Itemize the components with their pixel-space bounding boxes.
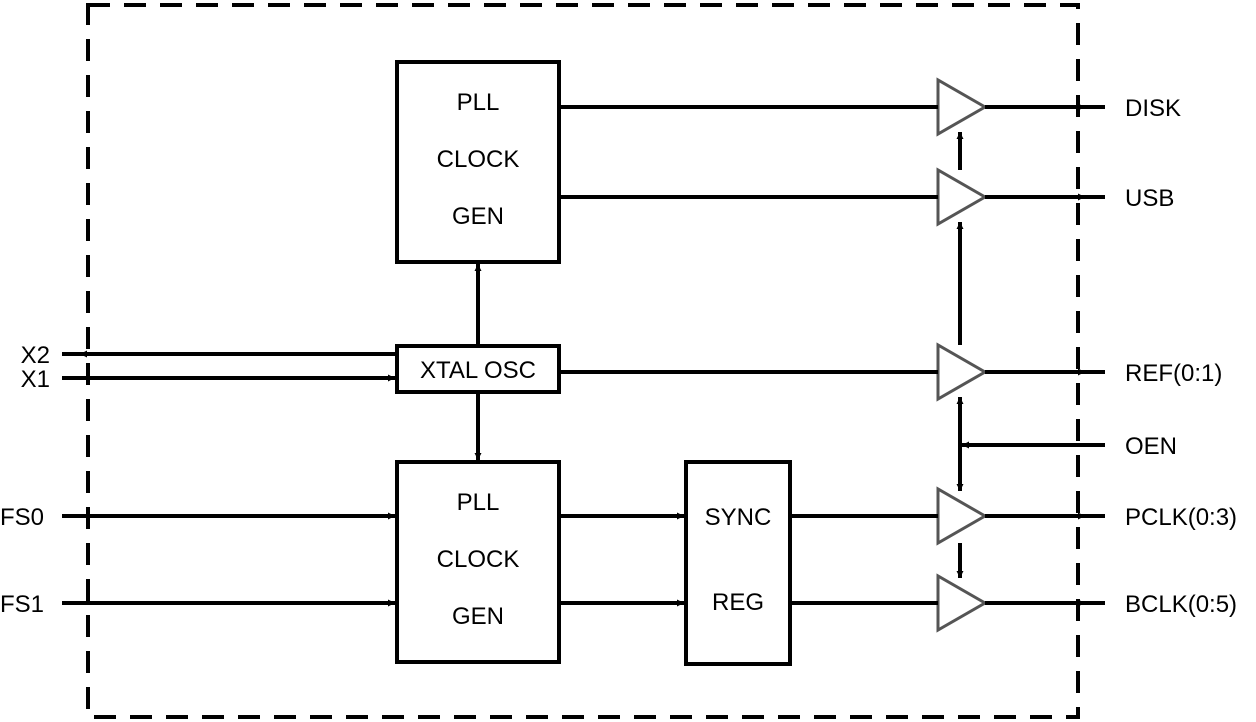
buffer-ref — [936, 342, 989, 402]
pll-clock-gen-top-box — [395, 60, 561, 264]
pin-ref-label: REF(0:1) — [1125, 360, 1222, 387]
pll-top-line-3: GEN — [452, 203, 504, 230]
pll-bottom-line-2: CLOCK — [437, 546, 520, 573]
pll-clock-gen-bottom-box — [395, 460, 561, 664]
xtal-osc-label: XTAL OSC — [420, 357, 536, 384]
pll-bottom-line-3: GEN — [452, 603, 504, 630]
chip-boundary — [86, 3, 1080, 719]
sync-reg-line-2: REG — [712, 589, 764, 616]
pin-fs1-label: FS1 — [0, 591, 44, 618]
pin-x1-label: X1 — [21, 366, 50, 393]
pin-pclk-label: PCLK(0:3) — [1125, 504, 1237, 531]
pin-disk-label: DISK — [1125, 95, 1181, 122]
pin-fs0-label: FS0 — [0, 504, 44, 531]
buffer-pclk — [936, 486, 989, 546]
pin-usb-label: USB — [1125, 185, 1174, 212]
pin-x2-label: X2 — [21, 342, 50, 369]
buffer-disk — [936, 77, 989, 137]
pll-top-line-2: CLOCK — [437, 146, 520, 173]
buffer-usb — [936, 167, 989, 227]
sync-reg-line-1: SYNC — [705, 504, 772, 531]
pin-bclk-label: BCLK(0:5) — [1125, 591, 1237, 618]
pll-bottom-line-1: PLL — [457, 489, 500, 516]
pll-top-line-1: PLL — [457, 89, 500, 116]
pin-oen-label: OEN — [1125, 433, 1177, 460]
buffer-bclk — [936, 573, 989, 633]
sync-reg-box — [684, 460, 792, 666]
